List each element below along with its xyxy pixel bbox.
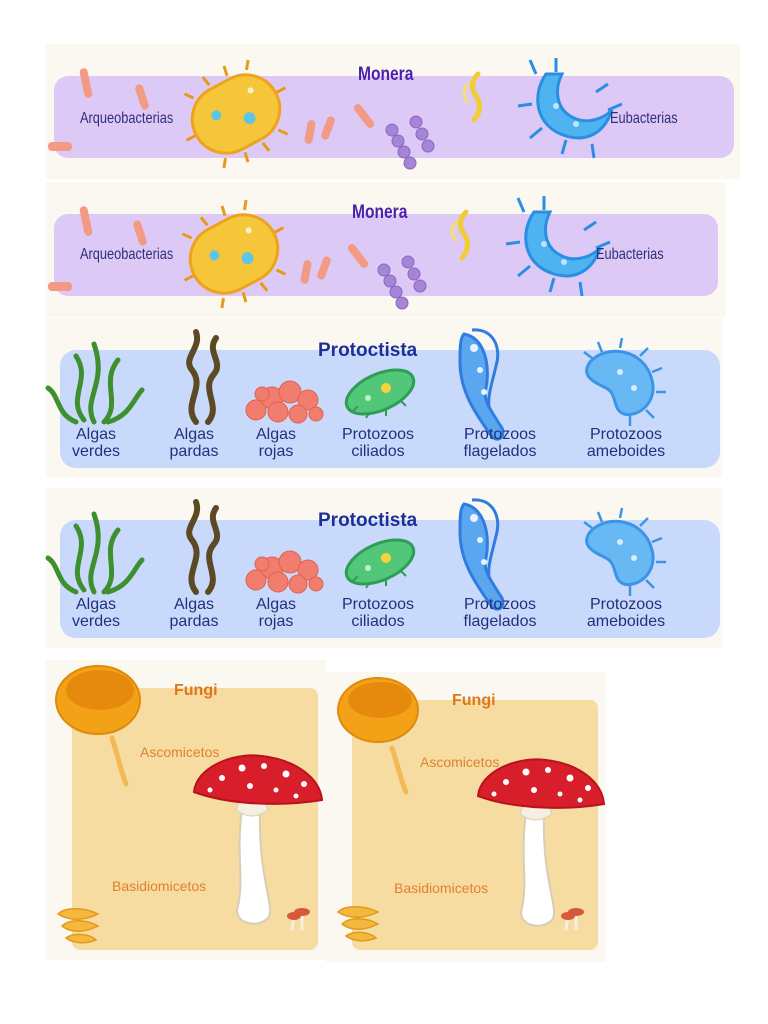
- protoctista-panel-2: Protoctista Algas verdes Algas pardas Al…: [45, 488, 722, 648]
- label-line: verdes: [71, 443, 121, 460]
- group-label-brown-algae: Algas pardas: [134, 596, 254, 630]
- kingdom-title: Fungi: [174, 682, 218, 699]
- label-line: ciliados: [351, 613, 405, 630]
- group-label-ameboids: Protozoos ameboides: [566, 596, 686, 630]
- kingdom-title: Protoctista: [318, 340, 418, 361]
- label-line: Algas: [173, 426, 215, 443]
- label-line: Protozoos: [589, 426, 663, 443]
- monera-illustration: [48, 196, 611, 310]
- label-line: Protozoos: [341, 596, 415, 613]
- label-line: pardas: [169, 443, 219, 460]
- label-line: Algas: [173, 596, 215, 613]
- protoctista-panel-1: Protoctista Algas verdes Algas pardas Al…: [45, 318, 722, 478]
- ascomycetes-label: Ascomicetos: [420, 754, 500, 770]
- monera-panel-1: Monera Arqueobacterias Eubacterias: [46, 44, 740, 179]
- group-label-flagellates: Protozoos flagelados: [440, 596, 560, 630]
- kingdom-title: Monera: [352, 202, 408, 223]
- fungi-panel-1: Fungi Ascomicetos Basidiomicetos: [46, 660, 326, 960]
- ascomycetes-label: Ascomicetos: [140, 744, 220, 760]
- label-line: Protozoos: [341, 426, 415, 443]
- kingdom-title: Fungi: [452, 692, 496, 709]
- kingdom-title: Protoctista: [318, 510, 418, 531]
- group-label-ciliates: Protozoos ciliados: [318, 426, 438, 460]
- label-line: Algas: [255, 596, 297, 613]
- label-line: Protozoos: [463, 596, 537, 613]
- label-line: ciliados: [351, 443, 405, 460]
- eubacteria-label: Eubacterias: [596, 246, 664, 263]
- label-line: rojas: [258, 613, 294, 630]
- kingdom-title: Monera: [358, 64, 414, 85]
- group-label-ciliates: Protozoos ciliados: [318, 596, 438, 630]
- group-label-flagellates: Protozoos flagelados: [440, 426, 560, 460]
- group-label-brown-algae: Algas pardas: [134, 426, 254, 460]
- label-line: rojas: [258, 443, 294, 460]
- label-line: Protozoos: [463, 426, 537, 443]
- monera-panel-2: Monera Arqueobacterias Eubacterias: [46, 182, 726, 317]
- archaebacteria-label: Arqueobacterias: [80, 110, 174, 127]
- label-line: flagelados: [463, 613, 537, 630]
- fungi-panel-2: Fungi Ascomicetos Basidiomicetos: [326, 672, 606, 962]
- group-label-green-algae: Algas verdes: [36, 426, 156, 460]
- label-line: verdes: [71, 613, 121, 630]
- label-line: pardas: [169, 613, 219, 630]
- group-label-red-algae: Algas rojas: [216, 596, 336, 630]
- fungi-illustration: [336, 677, 606, 942]
- label-line: ameboides: [586, 443, 666, 460]
- label-line: ameboides: [586, 613, 666, 630]
- archaebacteria-label: Arqueobacterias: [80, 246, 174, 263]
- group-label-green-algae: Algas verdes: [36, 596, 156, 630]
- label-line: Algas: [75, 426, 117, 443]
- group-label-red-algae: Algas rojas: [216, 426, 336, 460]
- group-label-ameboids: Protozoos ameboides: [566, 426, 686, 460]
- fungi-box: [352, 700, 598, 950]
- monera-illustration: [48, 58, 623, 170]
- label-line: Algas: [255, 426, 297, 443]
- label-line: flagelados: [463, 443, 537, 460]
- basidiomycetes-label: Basidiomicetos: [394, 880, 489, 896]
- eubacteria-label: Eubacterias: [610, 110, 678, 127]
- protoctista-illustration: [45, 328, 666, 441]
- label-line: Algas: [75, 596, 117, 613]
- protoctista-illustration: [45, 498, 666, 611]
- label-line: Protozoos: [589, 596, 663, 613]
- basidiomycetes-label: Basidiomicetos: [112, 878, 207, 894]
- fungi-illustration: [55, 665, 324, 944]
